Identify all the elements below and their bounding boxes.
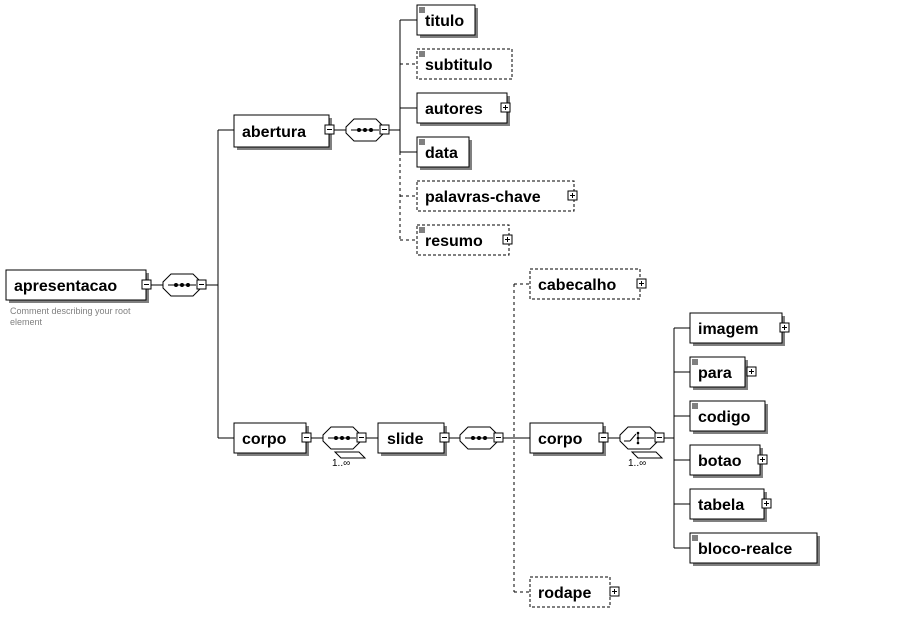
node-label-autores: autores [425, 101, 483, 118]
collapse-icon[interactable] [654, 432, 665, 443]
node-label-bloco-realce: bloco-realce [698, 541, 792, 558]
node-label-abertura: abertura [242, 124, 306, 141]
expand-icon[interactable] [500, 102, 511, 113]
node-slide[interactable]: slide [377, 422, 447, 456]
sequence-compositor-icon [459, 426, 499, 450]
node-imagem[interactable]: imagem [689, 312, 785, 346]
expand-icon[interactable] [609, 586, 620, 597]
node-label-data: data [425, 145, 458, 162]
node-label-corpo: corpo [242, 431, 287, 448]
repeat-indicator [630, 451, 664, 459]
collapse-icon[interactable] [356, 432, 367, 443]
node-titulo[interactable]: titulo [416, 4, 478, 38]
cardinality-label: 1..∞ [628, 458, 646, 469]
node-rodape[interactable]: rodape [529, 576, 611, 608]
collapse-icon[interactable] [493, 432, 504, 443]
node-data[interactable]: data [416, 136, 472, 170]
connectors [151, 19, 690, 593]
expand-icon[interactable] [746, 366, 757, 377]
root-annotation-line-2: element [10, 317, 43, 327]
expand-icon[interactable] [761, 498, 772, 509]
expand-icon[interactable] [567, 190, 578, 201]
node-label-slide: slide [387, 431, 424, 448]
sequence-compositor-icon [322, 426, 362, 450]
collapse-icon[interactable] [141, 279, 152, 290]
node-label-titulo: titulo [425, 13, 464, 30]
collapse-icon[interactable] [301, 432, 312, 443]
node-label-rodape: rodape [538, 585, 591, 602]
node-label-para: para [698, 365, 732, 382]
collapse-icon[interactable] [196, 279, 207, 290]
cardinality-label: 1..∞ [332, 458, 350, 469]
expand-icon[interactable] [636, 278, 647, 289]
node-abertura[interactable]: abertura [233, 114, 332, 150]
root-annotation-line-1: Comment describing your root [10, 306, 131, 316]
node-subtitulo[interactable]: subtitulo [416, 48, 513, 80]
choice-compositor-icon [619, 426, 659, 450]
node-resumo[interactable]: resumo [416, 224, 510, 256]
node-tabela[interactable]: tabela [689, 488, 767, 522]
repeat-indicator [333, 451, 367, 459]
node-label-botao: botao [698, 453, 742, 470]
collapse-icon[interactable] [439, 432, 450, 443]
node-bloco-realce[interactable]: bloco-realce [689, 532, 820, 566]
node-codigo[interactable]: codigo [689, 400, 768, 434]
node-corpo-inner[interactable]: corpo [529, 422, 606, 456]
expand-icon[interactable] [757, 454, 768, 465]
node-apresentacao[interactable]: apresentacao [5, 269, 149, 303]
node-label-resumo: resumo [425, 233, 483, 250]
expand-icon[interactable] [502, 234, 513, 245]
sequence-compositor-icon [162, 273, 202, 297]
node-para[interactable]: para [689, 356, 748, 390]
node-label-imagem: imagem [698, 321, 758, 338]
node-label-apresentacao: apresentacao [14, 278, 117, 295]
node-botao[interactable]: botao [689, 444, 763, 478]
node-label-subtitulo: subtitulo [425, 57, 493, 74]
node-corpo[interactable]: corpo [233, 422, 309, 456]
node-label-tabela: tabela [698, 497, 744, 514]
collapse-icon[interactable] [379, 124, 390, 135]
node-palavras-chave[interactable]: palavras-chave [416, 180, 575, 212]
collapse-icon[interactable] [598, 432, 609, 443]
expand-icon[interactable] [779, 322, 790, 333]
node-autores[interactable]: autores [416, 92, 510, 126]
node-label-cabecalho: cabecalho [538, 277, 616, 294]
collapse-icon[interactable] [324, 124, 335, 135]
node-label-palavras-chave: palavras-chave [425, 189, 541, 206]
node-label-codigo: codigo [698, 409, 751, 426]
node-label-corpo-inner: corpo [538, 431, 583, 448]
sequence-compositor-icon [345, 118, 385, 142]
node-cabecalho[interactable]: cabecalho [529, 268, 641, 300]
